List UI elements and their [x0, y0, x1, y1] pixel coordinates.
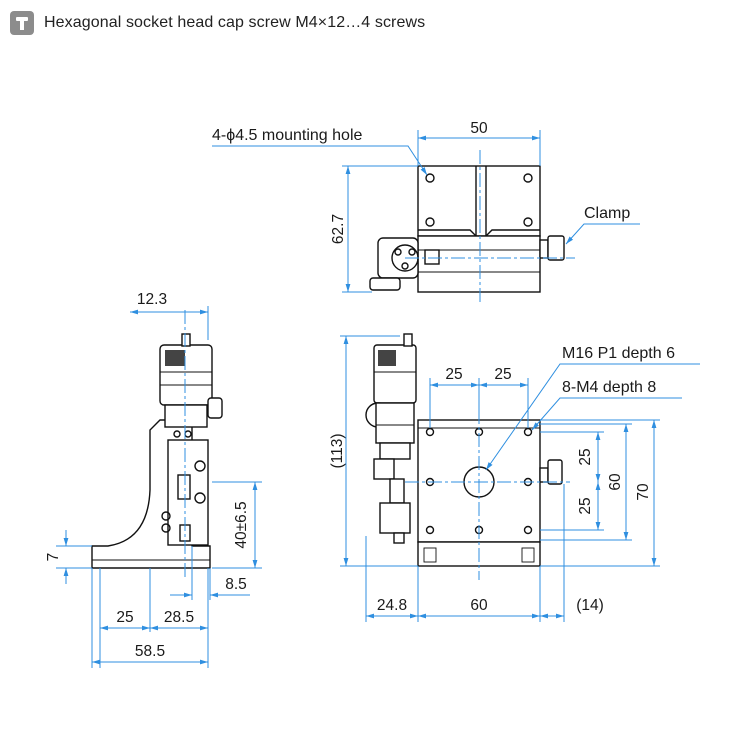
front-view: (113) 25 25 25 25 60 70 24.8 60: [329, 333, 700, 622]
label-mounting-hole: 4-ϕ4.5 mounting hole: [212, 127, 362, 144]
dim-side-28-5: 28.5: [164, 609, 194, 626]
dim-front-25-c: 25: [577, 448, 594, 465]
dim-front-60-v: 60: [607, 473, 624, 491]
header: Hexagonal socket head cap screw M4×12…4 …: [10, 9, 425, 37]
dim-side-40: 40±6.5: [233, 501, 250, 548]
dim-front-25-a: 25: [445, 366, 462, 383]
top-view: 50 62.7 4-ϕ4.5 mounting hole Clamp: [212, 120, 640, 305]
dim-front-14: (14): [576, 597, 604, 614]
dim-side-12-3: 12.3: [137, 291, 167, 308]
dim-top-width: 50: [470, 120, 488, 137]
side-view: 12.3 40±6.5 7 8.5 25 28.5 58.5: [45, 291, 262, 668]
dim-side-8-5: 8.5: [225, 576, 247, 593]
dim-side-25: 25: [116, 609, 133, 626]
dim-front-24-8: 24.8: [377, 597, 407, 614]
label-clamp: Clamp: [584, 205, 630, 222]
dim-front-60-h: 60: [470, 597, 488, 614]
dim-side-7: 7: [45, 553, 62, 562]
dim-front-113: (113): [329, 433, 346, 468]
header-text: Hexagonal socket head cap screw M4×12…4 …: [44, 14, 426, 31]
label-m4: 8-M4 depth 8: [562, 379, 656, 396]
screw-icon: [10, 11, 34, 35]
dim-top-depth: 62.7: [330, 214, 347, 244]
dim-front-25-b: 25: [494, 366, 511, 383]
dim-side-58-5: 58.5: [135, 643, 165, 660]
dim-front-70: 70: [635, 483, 652, 501]
label-m16: M16 P1 depth 6: [562, 345, 675, 362]
dim-front-25-d: 25: [577, 497, 594, 514]
mounting-holes-top: [425, 173, 533, 227]
